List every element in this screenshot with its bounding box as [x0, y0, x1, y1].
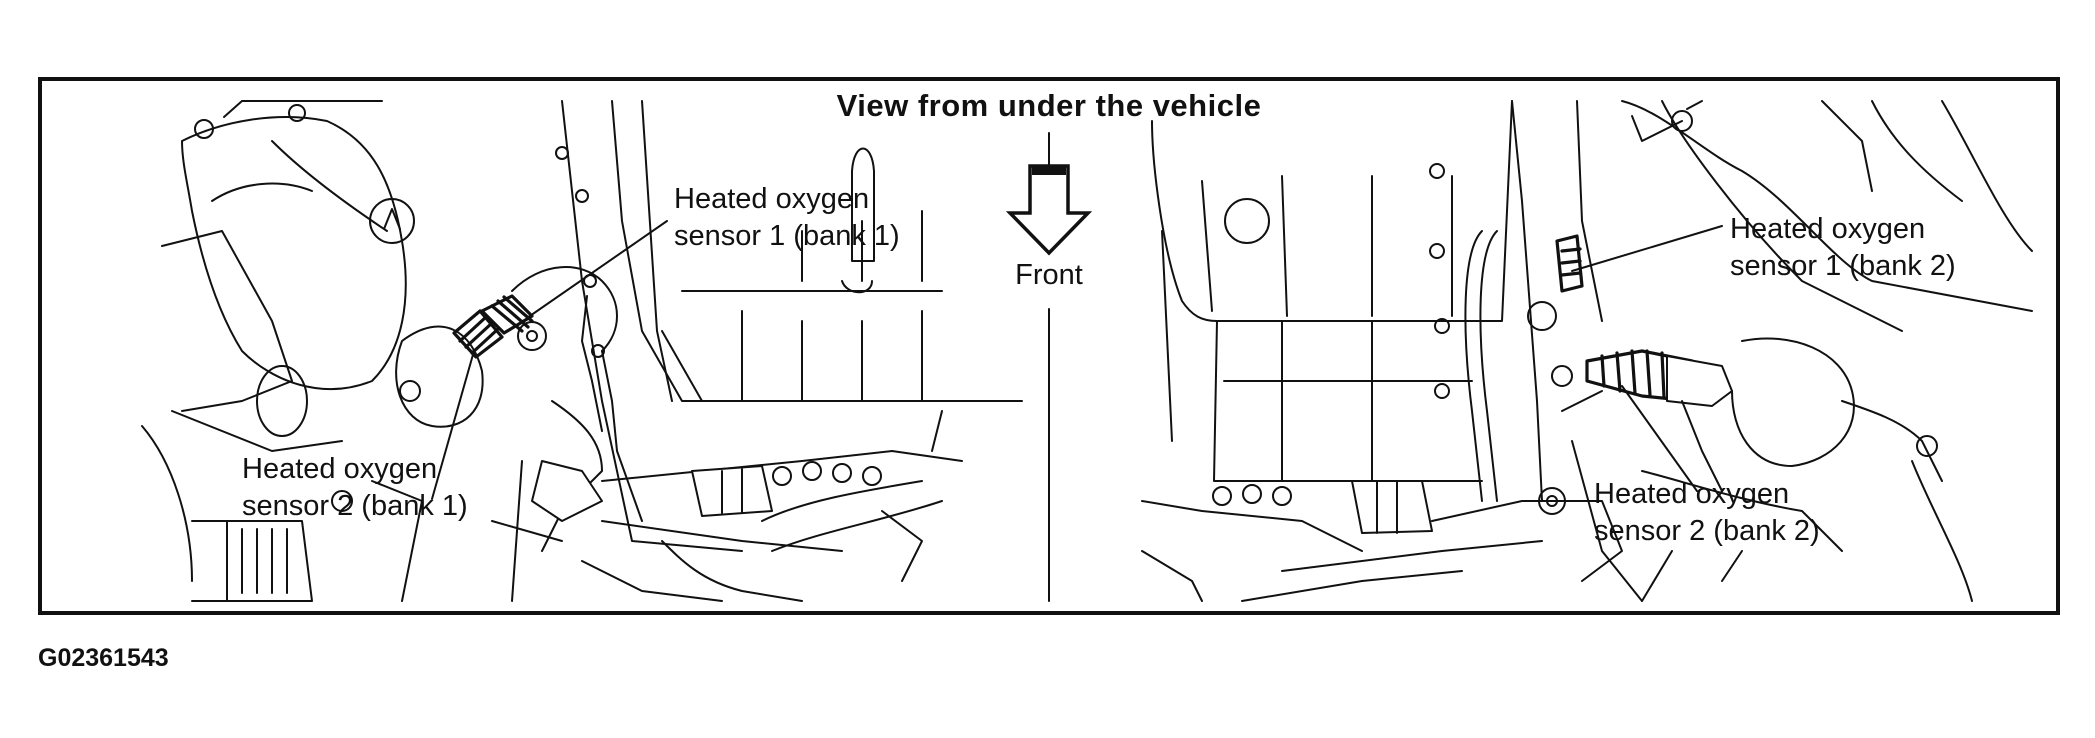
callout-sensor2-bank1: Heated oxygen sensor 2 (bank 1)	[242, 451, 468, 525]
diagram-frame: View from under the vehicle Front Heated…	[38, 77, 2060, 615]
right-underbody-view	[1141, 100, 2033, 602]
left-underbody-view	[141, 100, 1023, 602]
callout-sensor1-bank2: Heated oxygen sensor 1 (bank 2)	[1730, 211, 1956, 285]
underbody-illustration	[141, 100, 2033, 602]
callout-line: sensor 1 (bank 2)	[1730, 250, 1956, 282]
callout-sensor2-bank2: Heated oxygen sensor 2 (bank 2)	[1594, 476, 1820, 550]
callout-line: Heated oxygen	[1594, 478, 1790, 510]
front-direction-indicator	[1005, 132, 1093, 602]
callout-line: sensor 1 (bank 1)	[674, 220, 900, 252]
figure-id: G02361543	[38, 644, 169, 672]
callout-line: sensor 2 (bank 2)	[1594, 515, 1820, 547]
view-title: View from under the vehicle	[836, 88, 1262, 123]
front-label: Front	[1015, 259, 1083, 291]
callout-line: Heated oxygen	[242, 453, 438, 485]
callout-line: sensor 2 (bank 1)	[242, 490, 468, 522]
callout-line: Heated oxygen	[1730, 213, 1926, 245]
callout-sensor1-bank1: Heated oxygen sensor 1 (bank 1)	[674, 181, 900, 255]
callout-line: Heated oxygen	[674, 183, 870, 215]
